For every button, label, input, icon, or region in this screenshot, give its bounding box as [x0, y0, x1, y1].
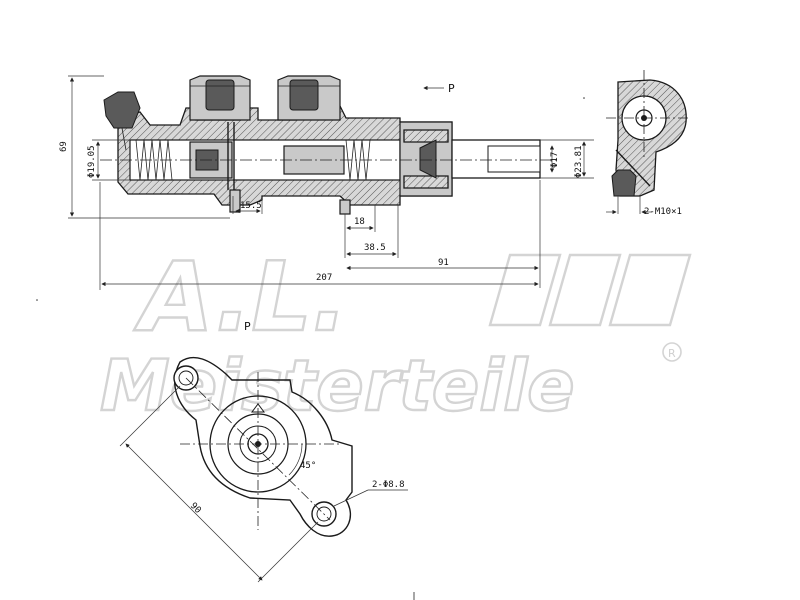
dim-91: 91 — [438, 258, 449, 268]
dim-18: 18 — [354, 217, 365, 227]
dim-mount-spacing: 90 — [188, 501, 203, 516]
pressure-direction-top: P — [423, 82, 455, 95]
seal-grommet-front — [205, 79, 235, 111]
end-view: 2-M10×1 — [606, 70, 690, 217]
watermark-monogram: A.L. — [133, 243, 348, 353]
return-spring-rear — [345, 139, 371, 181]
end-view-port-fitting — [611, 169, 637, 197]
seal-grommet-rear — [289, 79, 319, 111]
watermark-brand: Meisterteile — [100, 345, 575, 427]
lower-port-lug — [229, 189, 241, 213]
left-port-fitting — [103, 91, 141, 129]
lower-port-lug-rear — [339, 199, 351, 215]
pushrod-cup — [419, 139, 437, 179]
dim-outer-diameter: Φ23.81 — [574, 145, 584, 178]
dim-bore-diameter: Φ19.05 — [87, 145, 97, 178]
rear-seal-block — [403, 129, 449, 189]
dim-angle: 45° — [300, 461, 316, 471]
dim-inner-diameter: Φ17 — [550, 152, 560, 168]
side-dimensions: 69 Φ19.05 15.5 18 38.5 91 207 Φ17 — [59, 75, 594, 290]
dim-port-offset: 15.5 — [240, 201, 262, 211]
pushrod-sleeve-inner — [487, 145, 541, 173]
dim-overall-height: 69 — [59, 141, 69, 152]
pressure-label-flange: P — [244, 320, 251, 333]
dim-thread-spec: 2-M10×1 — [644, 207, 682, 217]
watermark: A.L. Meisterteile R — [99, 242, 692, 428]
watermark-stripes-icon — [488, 253, 692, 327]
side-section-view — [100, 75, 560, 215]
registered-mark-icon — [662, 342, 682, 362]
dim-overall-length: 207 — [316, 273, 332, 283]
pressure-label-top: P — [448, 82, 455, 95]
dim-38-5: 38.5 — [364, 243, 386, 253]
dim-mount-holes: 2-Φ8.8 — [372, 480, 405, 490]
registered-mark-letter: R — [668, 347, 676, 360]
